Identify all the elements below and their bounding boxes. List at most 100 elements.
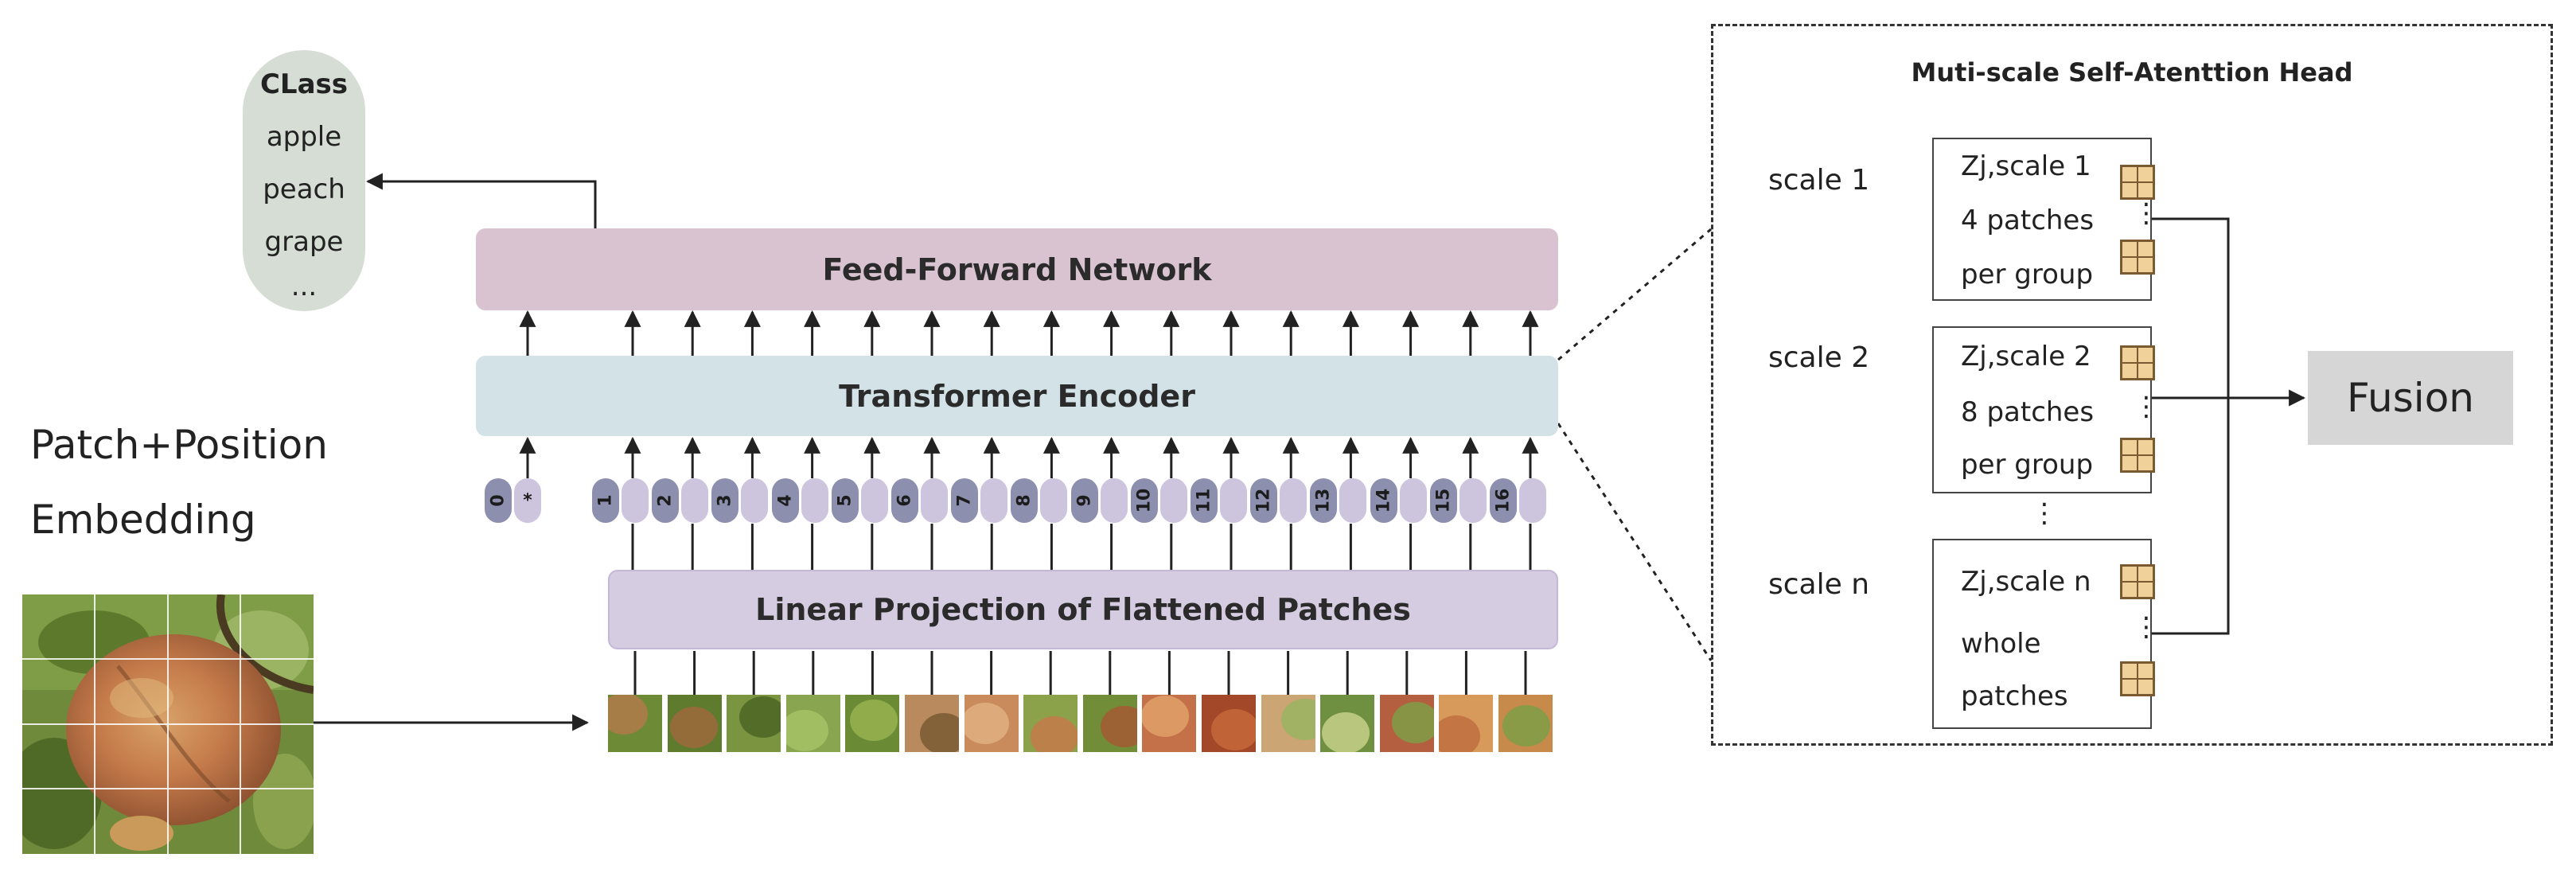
patch-thumbnail xyxy=(727,695,781,752)
patch-thumbnail xyxy=(1023,695,1078,752)
patch-token-12: 12 xyxy=(1250,478,1278,523)
patch-token-9: 9 xyxy=(1070,478,1098,523)
patch-token-label: 8 xyxy=(1014,494,1035,507)
patch-embed-token xyxy=(801,478,828,523)
patch-embed-token xyxy=(921,478,948,523)
group-grid-icon xyxy=(2120,165,2155,200)
scale-n-line2: whole xyxy=(1961,628,2041,660)
arrow-group xyxy=(519,310,1539,695)
scale-2-line1: Zj,scale 2 xyxy=(1961,341,2091,372)
patch-embed-token xyxy=(741,478,769,523)
patch-embed-token xyxy=(681,478,709,523)
patch-thumbnail xyxy=(1439,695,1494,752)
scale-n-line3: patches xyxy=(1961,680,2068,712)
patch-token-label: 5 xyxy=(835,494,855,507)
patch-thumbnail xyxy=(1082,695,1137,752)
patch-token-label: 10 xyxy=(1134,488,1155,513)
cls-token-label: 0 xyxy=(488,494,509,507)
scale-n-label: scale n xyxy=(1768,568,1870,601)
patch-embed-token xyxy=(1519,478,1546,523)
patch-token-10: 10 xyxy=(1130,478,1158,523)
feed-forward-block: Feed-Forward Network xyxy=(476,228,1558,310)
linear-projection-block: Linear Projection of Flattened Patches xyxy=(608,570,1558,649)
patch-token-7: 7 xyxy=(951,478,979,523)
scale-2-line2: 8 patches xyxy=(1961,396,2095,428)
vertical-ellipsis-icon: ⋮ xyxy=(2133,197,2160,229)
patch-token-15: 15 xyxy=(1429,478,1457,523)
patch-embed-token xyxy=(1220,478,1247,523)
patch-token-label: 11 xyxy=(1194,488,1214,513)
whole-grid-icon xyxy=(2120,564,2155,599)
cls-token: 0 xyxy=(485,478,512,523)
patch-embed-token xyxy=(1159,478,1187,523)
scale-n-box: Zj,scale n whole patches ⋮ xyxy=(1932,539,2160,729)
patch-token-3: 3 xyxy=(711,478,739,523)
patch-token-label: 7 xyxy=(954,494,975,507)
fusion-block: Fusion xyxy=(2308,351,2513,445)
patch-token-label: 12 xyxy=(1253,488,1274,513)
scale-1-line3: per group xyxy=(1961,259,2094,290)
patch-embed-token xyxy=(1040,478,1068,523)
patch-token-label: 4 xyxy=(775,494,796,507)
class-item-peach: peach xyxy=(263,173,345,205)
patch-thumbnail xyxy=(845,695,900,752)
patch-token-1: 1 xyxy=(592,478,619,523)
group-grid-icon xyxy=(2120,438,2155,473)
patch-token-8: 8 xyxy=(1011,478,1039,523)
scale-1-line2: 4 patches xyxy=(1961,205,2095,236)
vertical-ellipsis-icon: ⋮ xyxy=(2133,611,2160,643)
patch-thumbnail xyxy=(1142,695,1197,752)
transformer-encoder-block: Transformer Encoder xyxy=(476,356,1558,436)
patch-embed-token xyxy=(860,478,888,523)
patch-thumbnail xyxy=(1379,695,1434,752)
whole-grid-icon xyxy=(2120,661,2155,696)
patch-embed-token xyxy=(622,478,649,523)
patch-token-label: 13 xyxy=(1313,488,1334,513)
patch-thumbnail xyxy=(667,695,722,752)
group-grid-icon xyxy=(2120,345,2155,380)
patch-token-2: 2 xyxy=(652,478,680,523)
class-item-ellipsis: ... xyxy=(290,271,318,302)
class-output-pill: CLass apple peach grape ... xyxy=(243,50,365,311)
fusion-bracket xyxy=(2152,217,2230,635)
patch-token-6: 6 xyxy=(891,478,918,523)
cls-embed-token: * xyxy=(514,478,541,523)
patch-embed-token xyxy=(1339,478,1367,523)
patch-embed-token xyxy=(980,478,1008,523)
group-grid-icon xyxy=(2120,240,2155,275)
scale-2-label: scale 2 xyxy=(1768,341,1870,374)
patch-token-16: 16 xyxy=(1490,478,1517,523)
ffn-to-class-arrow xyxy=(365,173,597,228)
embedding-label-line2: Embedding xyxy=(30,497,256,543)
patch-embed-token xyxy=(1459,478,1487,523)
scale-2-box: Zj,scale 2 8 patches per group ⋮ xyxy=(1932,326,2160,493)
patch-token-label: 16 xyxy=(1493,488,1514,513)
scale-2-line3: per group xyxy=(1961,449,2094,481)
cls-embed-label: * xyxy=(523,490,532,511)
attention-head-box xyxy=(1711,24,2553,746)
embedding-label-line1: Patch+Position xyxy=(30,422,328,468)
patch-embed-token xyxy=(1399,478,1427,523)
zoom-line-top xyxy=(1557,228,1712,361)
patch-thumbnail xyxy=(785,695,840,752)
patch-token-label: 2 xyxy=(655,494,676,507)
zoom-line-bottom xyxy=(1557,423,1713,661)
scale-1-line1: Zj,scale 1 xyxy=(1961,150,2091,182)
patch-token-label: 15 xyxy=(1433,488,1454,513)
patch-embed-token xyxy=(1100,478,1128,523)
class-header: CLass xyxy=(259,68,349,100)
patch-thumbnail xyxy=(1320,695,1375,752)
patch-token-label: 14 xyxy=(1374,488,1394,513)
patch-thumbnail xyxy=(964,695,1019,752)
patch-token-label: 3 xyxy=(715,494,735,507)
patch-token-4: 4 xyxy=(771,478,799,523)
patch-thumbnail xyxy=(1498,695,1553,752)
scale-1-label: scale 1 xyxy=(1768,164,1870,197)
patch-thumbnail xyxy=(905,695,959,752)
scale-1-box: Zj,scale 1 4 patches per group ⋮ xyxy=(1932,138,2160,301)
patch-thumbnail xyxy=(1261,695,1315,752)
patch-thumbnail xyxy=(1202,695,1256,752)
patch-embed-token xyxy=(1280,478,1307,523)
patch-token-label: 1 xyxy=(595,494,616,507)
class-item-apple: apple xyxy=(266,121,342,153)
